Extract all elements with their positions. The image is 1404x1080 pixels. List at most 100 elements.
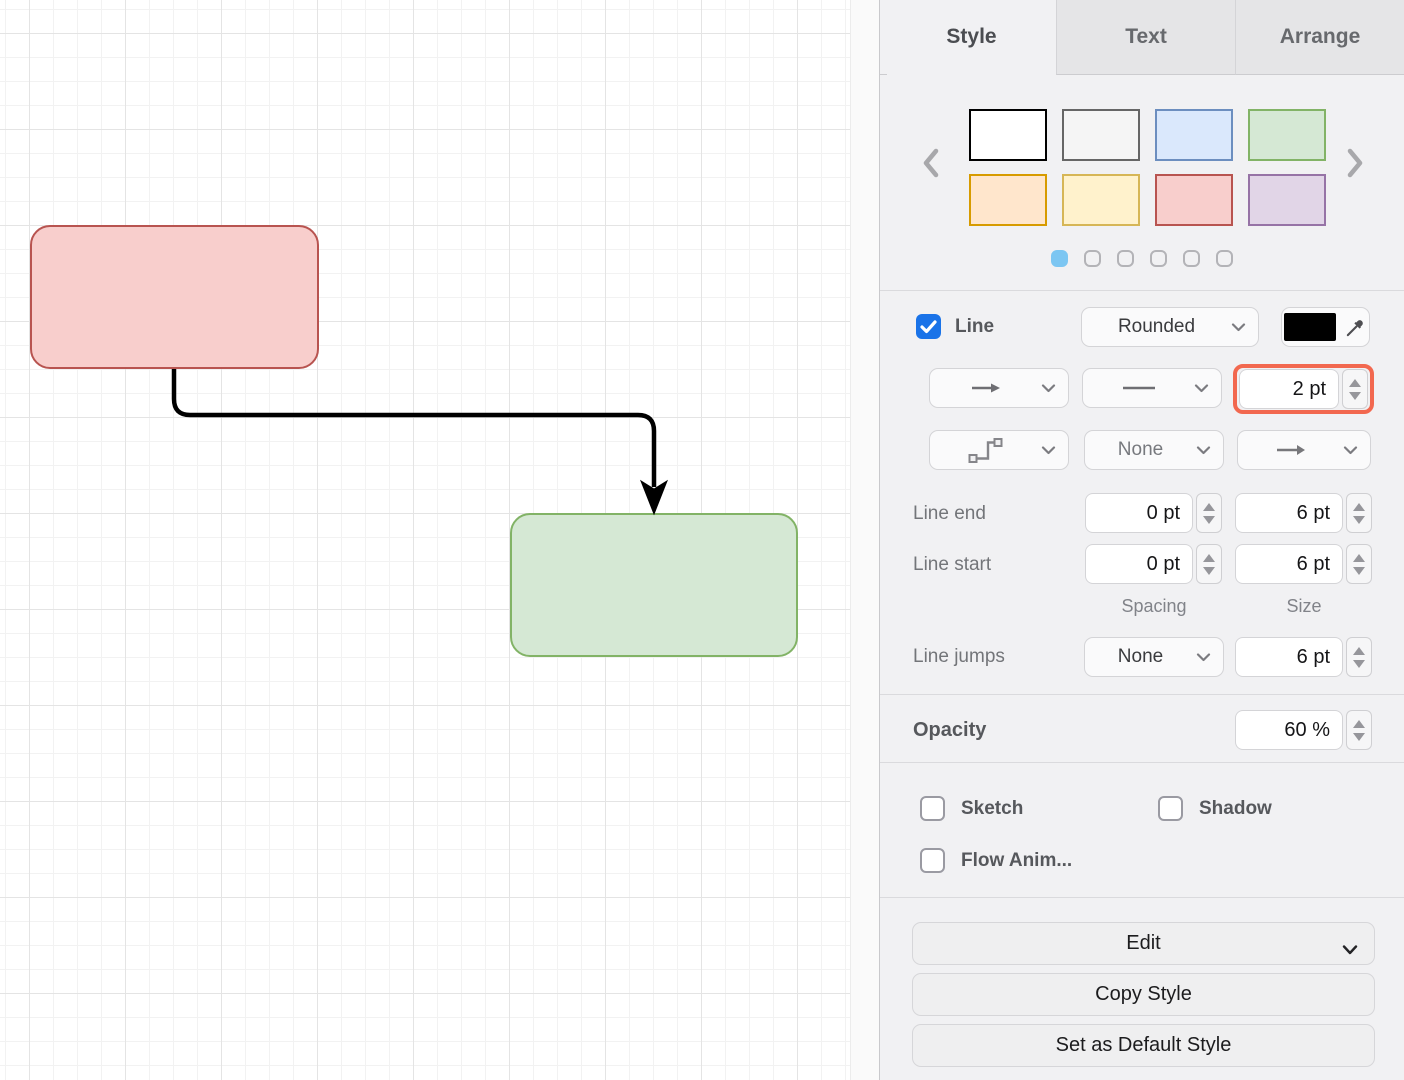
pagination-dot[interactable] [1183, 250, 1200, 267]
line-jumps-size-stepper[interactable] [1346, 637, 1372, 677]
connection-style-select[interactable] [929, 368, 1069, 408]
swatch-blue[interactable] [1155, 109, 1233, 161]
flow-animation-toggle[interactable]: Flow Anim... [920, 848, 1072, 873]
pagination-dot[interactable] [1084, 250, 1101, 267]
arrow-right-icon [930, 381, 1041, 395]
line-width-stepper[interactable] [1342, 369, 1368, 409]
stepper-up-icon[interactable] [1203, 502, 1215, 511]
stepper-down-icon[interactable] [1353, 732, 1365, 741]
line-end-size-input[interactable] [1235, 493, 1343, 533]
green-shape[interactable] [510, 513, 798, 657]
line-color-button[interactable] [1281, 307, 1370, 347]
edit-style-label: Edit [1126, 932, 1161, 954]
copy-style-label: Copy Style [1095, 983, 1192, 1005]
line-jumps-select[interactable]: None [1084, 637, 1224, 677]
connector-path[interactable] [171, 369, 657, 487]
pagination-dot-active[interactable] [1051, 250, 1068, 267]
chevron-down-icon [1343, 445, 1358, 455]
line-style-value: Rounded [1117, 316, 1196, 337]
chevron-right-icon [1347, 148, 1363, 178]
pagination-dot[interactable] [1216, 250, 1233, 267]
opacity-label: Opacity [913, 719, 987, 741]
line-end-label: Line end [913, 503, 986, 524]
chevron-down-icon [1342, 938, 1358, 961]
size-column-label: Size [1286, 596, 1322, 616]
stepper-up-icon[interactable] [1353, 719, 1365, 728]
waypoints-select[interactable] [929, 430, 1069, 470]
sketch-checkbox[interactable] [920, 796, 945, 821]
line-start-size-stepper[interactable] [1346, 544, 1372, 584]
line-checkbox[interactable] [916, 314, 941, 339]
opacity-stepper[interactable] [1346, 710, 1372, 750]
sketch-toggle[interactable]: Sketch [920, 796, 1023, 821]
chevron-down-icon [1231, 322, 1246, 332]
stepper-up-icon[interactable] [1349, 378, 1361, 387]
line-jumps-value: None [1117, 646, 1164, 667]
palette-pagination [880, 250, 1404, 267]
diagram-canvas[interactable] [0, 0, 851, 1080]
line-width-input[interactable] [1239, 369, 1339, 409]
stepper-down-icon[interactable] [1353, 566, 1365, 575]
line-end-spacing-stepper[interactable] [1196, 493, 1222, 533]
line-jumps-size-input[interactable] [1235, 637, 1343, 677]
arrow-end-select[interactable] [1237, 430, 1371, 470]
stepper-down-icon[interactable] [1349, 391, 1361, 400]
spacing-column-label: Spacing [1121, 596, 1187, 616]
flow-animation-label: Flow Anim... [961, 849, 1073, 871]
line-start-label: Line start [913, 554, 992, 575]
swatch-orange[interactable] [969, 174, 1047, 226]
flow-animation-checkbox[interactable] [920, 848, 945, 873]
tab-arrange[interactable]: Arrange [1235, 0, 1404, 75]
swatch-purple[interactable] [1248, 174, 1326, 226]
shadow-toggle[interactable]: Shadow [1158, 796, 1272, 821]
swatch-yellow[interactable] [1062, 174, 1140, 226]
stepper-up-icon[interactable] [1203, 553, 1215, 562]
connector-edge[interactable] [0, 0, 851, 1080]
tab-text[interactable]: Text [1056, 0, 1235, 75]
copy-style-button[interactable]: Copy Style [912, 973, 1375, 1016]
stepper-down-icon[interactable] [1353, 659, 1365, 668]
swatch-white[interactable] [969, 109, 1047, 161]
arrow-end-icon [1238, 442, 1343, 458]
tab-style[interactable]: Style [887, 0, 1056, 75]
swatch-grey[interactable] [1062, 109, 1140, 161]
set-default-style-button[interactable]: Set as Default Style [912, 1024, 1375, 1067]
shadow-checkbox[interactable] [1158, 796, 1183, 821]
line-start-spacing-stepper[interactable] [1196, 544, 1222, 584]
line-end-size-stepper[interactable] [1346, 493, 1372, 533]
swatch-red[interactable] [1155, 174, 1233, 226]
line-end-spacing-input[interactable] [1085, 493, 1193, 533]
canvas-gutter [852, 0, 879, 1080]
opacity-input[interactable] [1235, 710, 1343, 750]
format-tabbar: Style Text Arrange [880, 0, 1404, 75]
line-start-spacing-input[interactable] [1085, 544, 1193, 584]
pagination-dot[interactable] [1150, 250, 1167, 267]
swatch-green[interactable] [1248, 109, 1326, 161]
stepper-up-icon[interactable] [1353, 553, 1365, 562]
red-shape[interactable] [30, 225, 319, 369]
line-dash-select[interactable] [1082, 368, 1222, 408]
arrow-start-select[interactable]: None [1084, 430, 1224, 470]
line-jumps-label: Line jumps [913, 646, 1005, 667]
sketch-label: Sketch [961, 797, 1024, 819]
arrow-start-value: None [1117, 439, 1164, 460]
stepper-down-icon[interactable] [1203, 566, 1215, 575]
edit-style-button[interactable]: Edit [912, 922, 1375, 965]
stepper-down-icon[interactable] [1203, 515, 1215, 524]
pagination-dot[interactable] [1117, 250, 1134, 267]
line-width-highlight [1233, 364, 1374, 414]
palette-next-button[interactable] [1342, 146, 1368, 180]
line-color-swatch [1284, 313, 1336, 341]
line-style-select[interactable]: Rounded [1081, 307, 1259, 347]
solid-line-icon [1083, 385, 1194, 391]
chevron-down-icon [1041, 445, 1056, 455]
elbow-connector-icon [930, 434, 1041, 466]
line-start-size-input[interactable] [1235, 544, 1343, 584]
stepper-up-icon[interactable] [1353, 502, 1365, 511]
line-label: Line [955, 316, 995, 337]
stepper-down-icon[interactable] [1353, 515, 1365, 524]
stepper-up-icon[interactable] [1353, 646, 1365, 655]
chevron-left-icon [923, 148, 939, 178]
palette-prev-button[interactable] [918, 146, 944, 180]
